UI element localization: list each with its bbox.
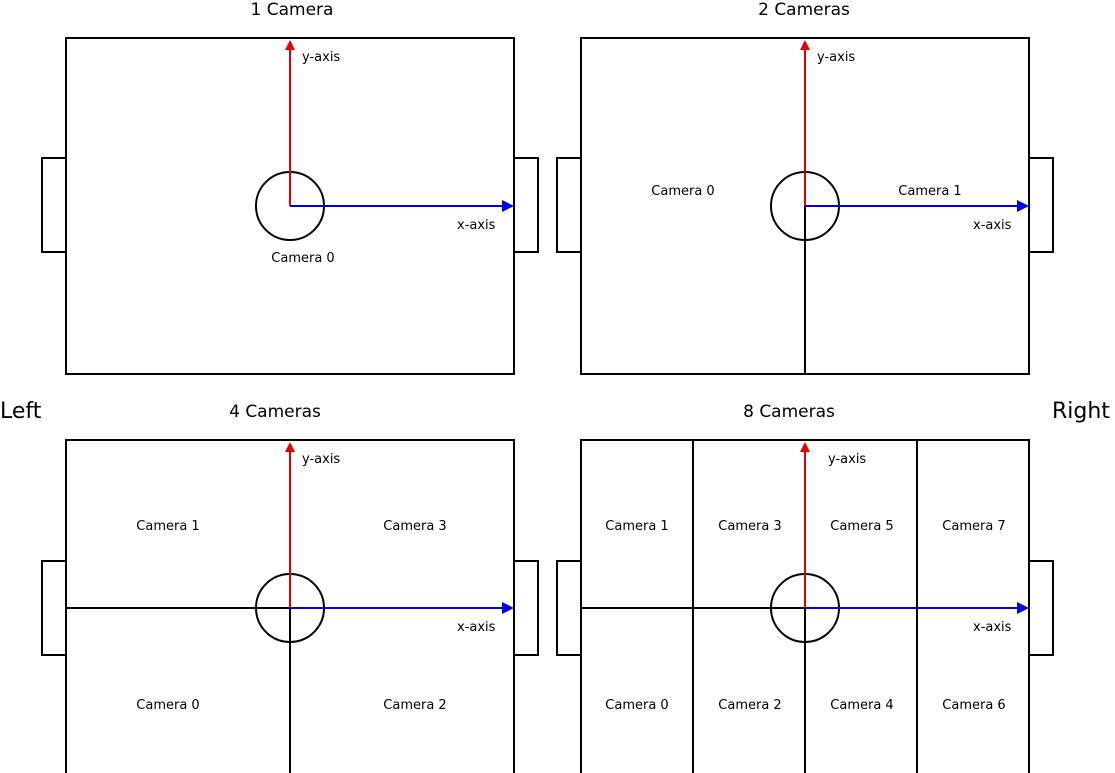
right-side-label: Right (1052, 399, 1110, 424)
panel-title: 8 Cameras (743, 402, 835, 422)
panel-4-cameras: 4 Cameras y-axis x-axis Camera 1 Camera … (41, 402, 539, 773)
camera-label: Camera 1 (898, 184, 961, 199)
panel-8-cameras: 8 Cameras y-axis x-axis Camera 1 Camera … (556, 402, 1054, 773)
left-goal (556, 560, 582, 656)
camera-label: Camera 2 (383, 698, 446, 713)
camera-label: Camera 7 (942, 519, 1005, 534)
y-axis-label: y-axis (817, 50, 855, 65)
camera-label: Camera 0 (136, 698, 199, 713)
camera-label: Camera 2 (718, 698, 781, 713)
y-axis-label: y-axis (828, 452, 866, 467)
panel-title: 2 Cameras (758, 0, 850, 20)
right-goal (1028, 157, 1054, 253)
camera-label: Camera 1 (605, 519, 668, 534)
panel-1-camera: 1 Camera y-axis x-axis Camera 0 (41, 0, 539, 375)
camera-label: Camera 4 (830, 698, 893, 713)
camera-label: Camera 6 (942, 698, 1005, 713)
panel-title: 1 Camera (251, 0, 334, 20)
right-goal (1028, 560, 1054, 656)
right-goal (513, 560, 539, 656)
x-axis-label: x-axis (457, 218, 496, 233)
camera-label: Camera 0 (271, 251, 334, 266)
camera-label: Camera 0 (605, 698, 668, 713)
camera-label: Camera 3 (383, 519, 446, 534)
panel-2-cameras: 2 Cameras y-axis x-axis Camera 0 Camera … (556, 0, 1054, 375)
panel-title: 4 Cameras (229, 402, 321, 422)
x-axis-label: x-axis (973, 620, 1012, 635)
camera-label: Camera 1 (136, 519, 199, 534)
left-goal (41, 157, 67, 253)
left-goal (556, 157, 582, 253)
y-axis-label: y-axis (302, 452, 340, 467)
left-side-label: Left (0, 399, 42, 424)
camera-label: Camera 3 (718, 519, 781, 534)
camera-label: Camera 0 (651, 184, 714, 199)
x-axis-label: x-axis (457, 620, 496, 635)
x-axis-label: x-axis (973, 218, 1012, 233)
right-goal (513, 157, 539, 253)
left-goal (41, 560, 67, 656)
y-axis-label: y-axis (302, 50, 340, 65)
camera-label: Camera 5 (830, 519, 893, 534)
